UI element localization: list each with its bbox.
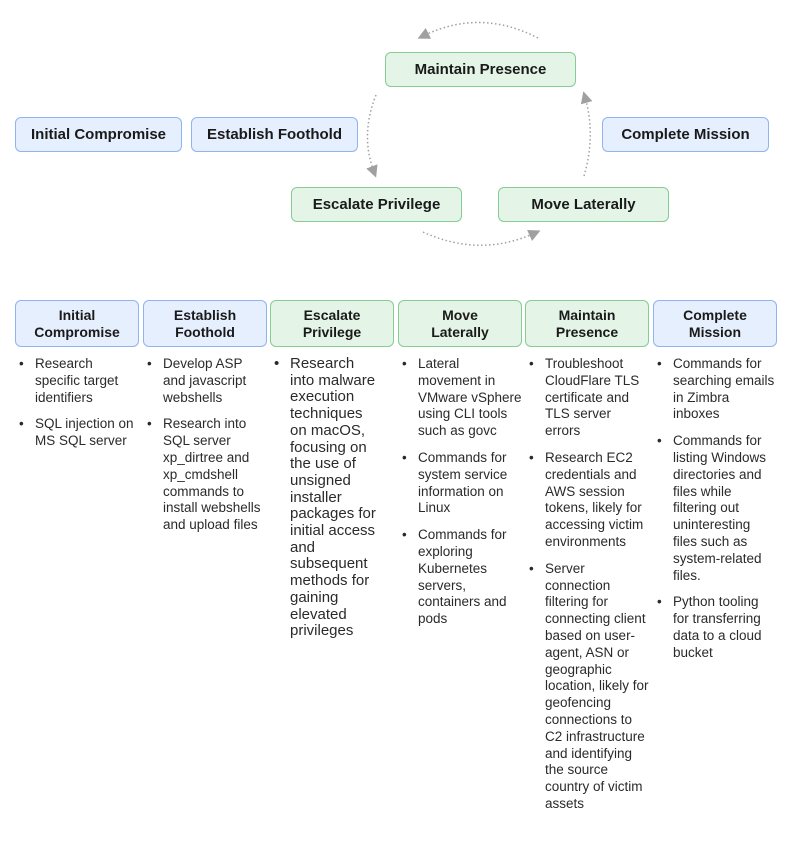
arrow-top-loop	[417, 21, 539, 39]
header-line: Maintain	[558, 306, 616, 323]
arrow-maintain-to-escalate	[366, 94, 378, 178]
column-body-initial-compromise: Research specific target identifiers SQL…	[15, 356, 139, 460]
list-item: Commands for exploring Kubernetes server…	[398, 527, 522, 628]
arrow-escalate-to-move	[422, 230, 541, 246]
bullet-list: Develop ASP and javascript webshells Res…	[143, 356, 267, 534]
column-body-maintain-presence: Troubleshoot CloudFlare TLS certificate …	[525, 356, 649, 823]
node-move-laterally: Move Laterally	[498, 187, 669, 222]
header-line: Presence	[555, 323, 619, 340]
bullet-list: Lateral movement in VMware vSphere using…	[398, 356, 522, 628]
list-item: Python tooling for transferring data to …	[653, 594, 777, 661]
list-item: Research specific target identifiers	[15, 356, 139, 406]
bullet-list: Research specific target identifiers SQL…	[15, 356, 139, 450]
header-line: Move	[442, 306, 478, 323]
node-label: Establish Foothold	[207, 126, 342, 143]
list-item: SQL injection on MS SQL server	[15, 416, 139, 450]
node-label: Complete Mission	[621, 126, 750, 143]
cycle-arrows	[366, 21, 593, 246]
header-line: Mission	[688, 323, 742, 340]
node-label: Move Laterally	[531, 196, 636, 213]
list-item: Lateral movement in VMware vSphere using…	[398, 356, 522, 440]
list-item: Develop ASP and javascript webshells	[143, 356, 267, 406]
list-item: Research into malware execution techniqu…	[270, 355, 382, 640]
node-label: Maintain Presence	[414, 61, 547, 78]
column-body-escalate-privilege: Research into malware execution techniqu…	[270, 355, 382, 650]
header-line: Laterally	[431, 323, 489, 340]
list-item: Commands for searching emails in Zimbra …	[653, 356, 777, 423]
node-initial-compromise: Initial Compromise	[15, 117, 182, 152]
node-label: Escalate Privilege	[312, 196, 441, 213]
bullet-list: Commands for searching emails in Zimbra …	[653, 356, 777, 662]
bullet-list: Research into malware execution techniqu…	[270, 355, 382, 640]
column-body-complete-mission: Commands for searching emails in Zimbra …	[653, 356, 777, 672]
header-line: Privilege	[302, 323, 362, 340]
header-line: Escalate	[303, 306, 361, 323]
list-item: Troubleshoot CloudFlare TLS certificate …	[525, 356, 649, 440]
list-item: Commands for listing Windows directories…	[653, 433, 777, 584]
node-maintain-presence: Maintain Presence	[385, 52, 576, 87]
arrow-move-to-maintain	[580, 91, 593, 177]
list-item: Research EC2 credentials and AWS session…	[525, 450, 649, 551]
header-line: Initial	[58, 306, 96, 323]
header-line: Establish	[173, 306, 237, 323]
list-item: Server connection filtering for connecti…	[525, 561, 649, 813]
list-item: Commands for system service information …	[398, 450, 522, 517]
node-complete-mission: Complete Mission	[602, 117, 769, 152]
node-escalate-privilege: Escalate Privilege	[291, 187, 462, 222]
column-body-move-laterally: Lateral movement in VMware vSphere using…	[398, 356, 522, 638]
header-line: Complete	[683, 306, 747, 323]
column-body-establish-foothold: Develop ASP and javascript webshells Res…	[143, 356, 267, 544]
bullet-list: Troubleshoot CloudFlare TLS certificate …	[525, 356, 649, 813]
header-line: Foothold	[175, 323, 235, 340]
node-label: Initial Compromise	[30, 126, 167, 143]
list-item: Research into SQL server xp_dirtree and …	[143, 416, 267, 534]
header-line: Compromise	[34, 323, 120, 340]
node-establish-foothold: Establish Foothold	[191, 117, 358, 152]
